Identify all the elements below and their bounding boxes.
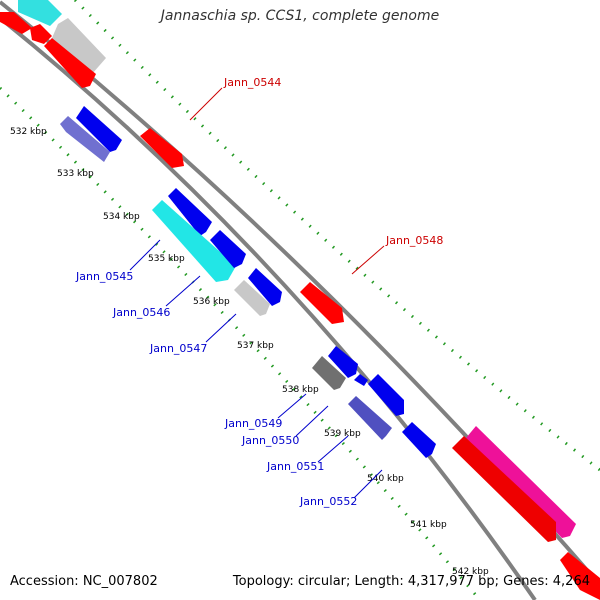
tick-label: 536 kbp — [193, 297, 230, 307]
tick-label: 537 kbp — [237, 341, 274, 351]
leader-jann0546 — [165, 275, 201, 307]
leader-jann0548 — [351, 245, 385, 275]
gene-label-jann0546[interactable]: Jann_0546 — [112, 306, 170, 319]
tick-label: 539 kbp — [324, 429, 361, 439]
gene-label-jann0548[interactable]: Jann_0548 — [385, 234, 443, 247]
gene-label-jann0544[interactable]: Jann_0544 — [223, 76, 281, 89]
leader-jann0551 — [317, 435, 349, 463]
leader-jann0549 — [277, 393, 307, 419]
tick-label: 532 kbp — [10, 127, 47, 137]
label-leaders — [129, 87, 385, 499]
tick-label: 541 kbp — [410, 520, 447, 530]
cds-red-jann0548[interactable] — [300, 282, 344, 324]
cds-blue-small[interactable] — [354, 374, 368, 386]
tick-label: 540 kbp — [367, 474, 404, 484]
leader-jann0550 — [295, 405, 329, 437]
cds-gray-top[interactable] — [52, 18, 106, 74]
gene-label-jann0547[interactable]: Jann_0547 — [149, 342, 207, 355]
cds-blue-jann0550[interactable] — [368, 374, 404, 416]
tick-label: 542 kbp — [452, 567, 489, 577]
cds-red-large[interactable] — [452, 436, 556, 542]
cds-red-top-1[interactable] — [0, 12, 32, 34]
cds-darkgray-jann0549[interactable] — [312, 356, 346, 390]
cds-red-top-3[interactable] — [44, 38, 96, 88]
cds-cyan-jann0545[interactable] — [152, 200, 236, 282]
cds-blue-534[interactable] — [168, 188, 212, 236]
leader-jann0545 — [129, 239, 161, 271]
gene-label-jann0549[interactable]: Jann_0549 — [224, 417, 282, 430]
cds-slate-jann0551[interactable] — [348, 396, 392, 440]
genome-summary: Topology: circular; Length: 4,317,977 bp… — [232, 574, 590, 589]
map-title: Jannaschia sp. CCS1, complete genome — [160, 8, 440, 24]
gene-labels: Jann_0544 Jann_0548 Jann_0545 Jann_0546 … — [75, 76, 443, 508]
cds-magenta-large[interactable] — [466, 426, 576, 538]
accession-label: Accession: NC_007802 — [10, 574, 158, 589]
cds-red-jann0544[interactable] — [140, 128, 184, 168]
tick-label: 538 kbp — [282, 385, 319, 395]
leader-jann0547 — [205, 313, 237, 343]
cds-blue-jann0552[interactable] — [402, 422, 436, 458]
cds-blue-535[interactable] — [210, 230, 246, 268]
outer-guide-line — [73, 0, 600, 472]
cds-gray-jann0547[interactable] — [234, 280, 270, 316]
cds-red-bottom-right[interactable] — [560, 552, 600, 600]
leader-jann0552 — [353, 469, 383, 499]
backbone-inner-line — [0, 16, 537, 600]
tick-label: 535 kbp — [148, 254, 185, 264]
cds-blue-536[interactable] — [248, 268, 282, 306]
cds-red-top-2[interactable] — [30, 24, 52, 44]
tick-labels: 532 kbp 533 kbp 534 kbp 535 kbp 536 kbp … — [10, 127, 489, 577]
gene-label-jann0545[interactable]: Jann_0545 — [75, 270, 133, 283]
cds-blue-532[interactable] — [76, 106, 122, 152]
gene-label-jann0551[interactable]: Jann_0551 — [266, 460, 324, 473]
gene-label-jann0550[interactable]: Jann_0550 — [241, 434, 299, 447]
tick-label: 533 kbp — [57, 169, 94, 179]
tick-label: 534 kbp — [103, 212, 140, 222]
leader-jann0544 — [189, 87, 223, 121]
cds-slate-532[interactable] — [60, 116, 110, 162]
gene-label-jann0552[interactable]: Jann_0552 — [299, 495, 357, 508]
cds-cyan-top[interactable] — [18, 0, 62, 26]
cds-blue-538[interactable] — [328, 346, 358, 378]
